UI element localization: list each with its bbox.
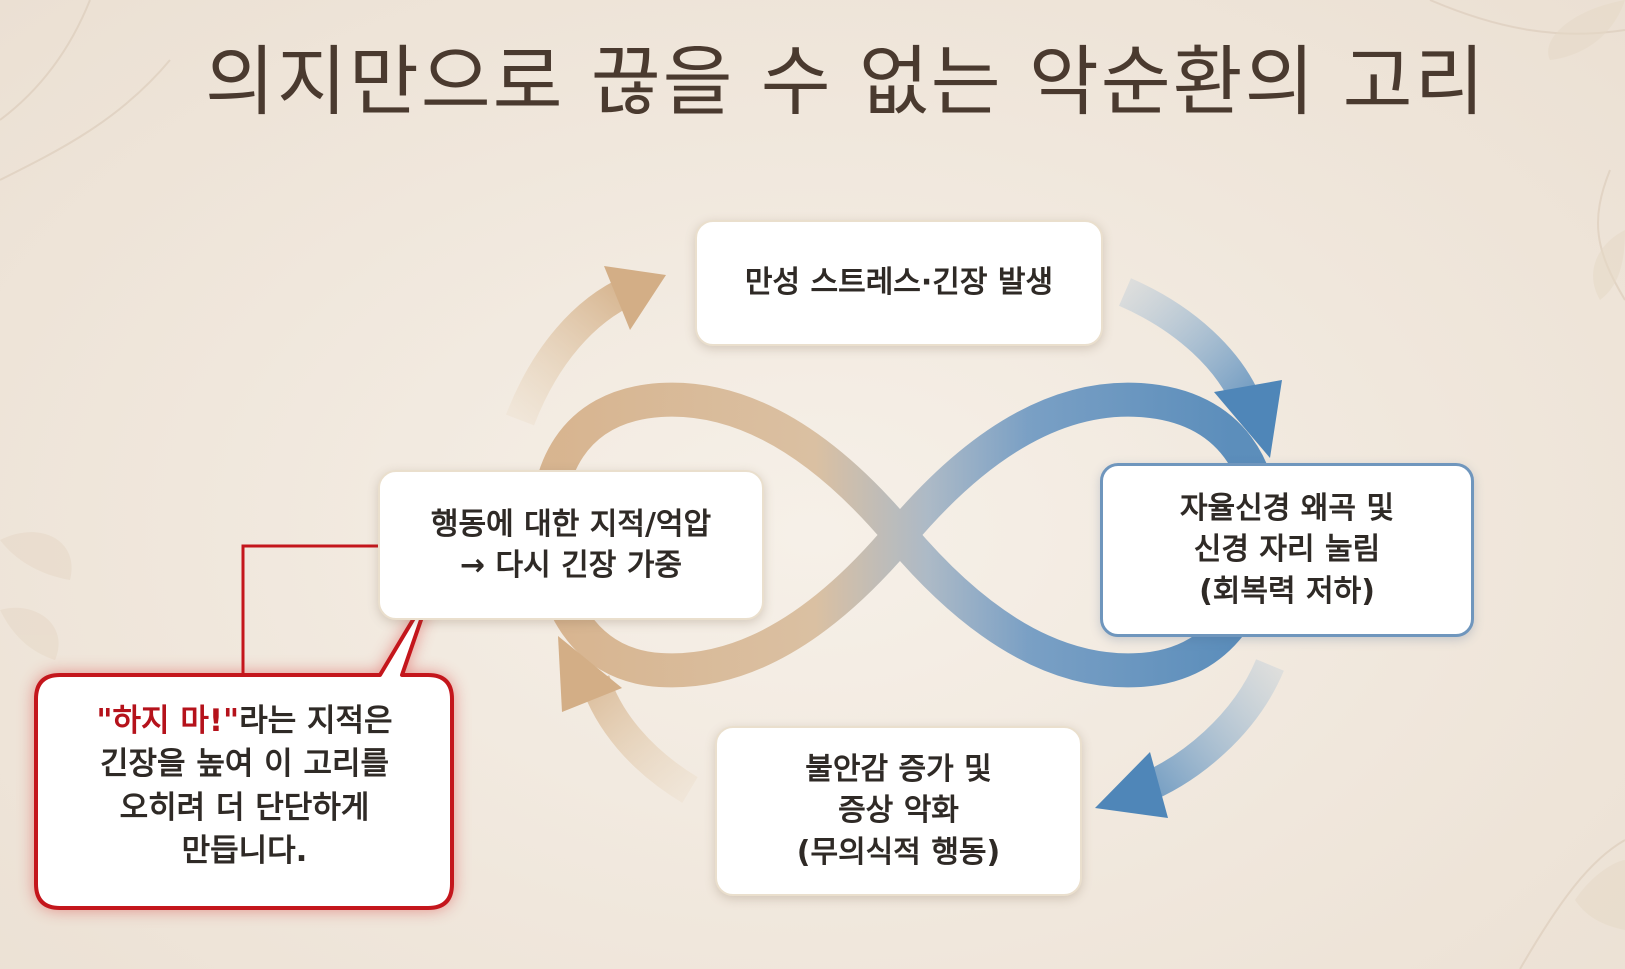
stage-box-autonomic-nerve: 자율신경 왜곡 및 신경 자리 눌림 (회복력 저하): [1100, 463, 1474, 637]
stage-box-text: → 다시 긴장 가중: [459, 548, 683, 583]
stage-box-text: 신경 자리 눌림: [1193, 532, 1381, 568]
decor-leaf: [1575, 860, 1625, 930]
callout-line-4: 만듭니다.: [181, 833, 308, 870]
callout-connector: [241, 544, 378, 675]
arrow-top-to-right: [1118, 278, 1282, 458]
decor-leaf: [1548, 0, 1625, 60]
callout-line-3: 오히려 더 단단하게: [119, 789, 370, 826]
decor-stem: [1519, 839, 1625, 969]
arrow-right-to-bottom: [1095, 658, 1284, 818]
decor-stem: [1597, 169, 1625, 301]
decor-leaf: [0, 532, 72, 580]
stage-box-text: 불안감 증가 및: [805, 751, 992, 787]
stage-box-chronic-stress: 만성 스트레스·긴장 발생: [695, 220, 1103, 346]
callout-text: "하지 마!"라는 지적은 긴장을 높여 이 고리를 오히려 더 단단하게 만듭…: [52, 700, 437, 874]
stage-box-text: 만성 스트레스·긴장 발생: [744, 265, 1054, 301]
stage-box-behavior-suppression: 행동에 대한 지적/억압 → 다시 긴장 가중: [378, 470, 764, 620]
arrow-left-to-top: [506, 266, 666, 426]
infinity-loop: [530, 382, 1280, 688]
stage-box-anxiety-increase: 불안감 증가 및 증상 악화 (무의식적 행동): [715, 726, 1082, 896]
stage-box-text: 자율신경 왜곡 및: [1179, 490, 1395, 526]
stage-box-text: (무의식적 행동): [796, 834, 1001, 870]
callout-quote: "하지 마!": [96, 703, 240, 739]
callout-line-1: "하지 마!"라는 지적은: [52, 700, 437, 743]
stage-box-text: 증상 악화: [838, 793, 959, 829]
arrow-bottom-to-left: [558, 636, 698, 803]
callout-line-2: 긴장을 높여 이 고리를: [99, 746, 390, 783]
callout-line-1-rest: 라는 지적은: [239, 703, 393, 739]
stage-box-text: (회복력 저하): [1199, 573, 1375, 609]
decor-stem: [0, 0, 91, 121]
decor-stem: [0, 59, 171, 181]
decor-leaf: [0, 607, 59, 660]
decor-leaf: [1593, 230, 1625, 300]
stage-box-text: 행동에 대한 지적/억압: [430, 506, 712, 542]
page-title: 의지만으로 끊을 수 없는 악순환의 고리: [205, 37, 1487, 126]
callout-bubble: [34, 586, 454, 910]
